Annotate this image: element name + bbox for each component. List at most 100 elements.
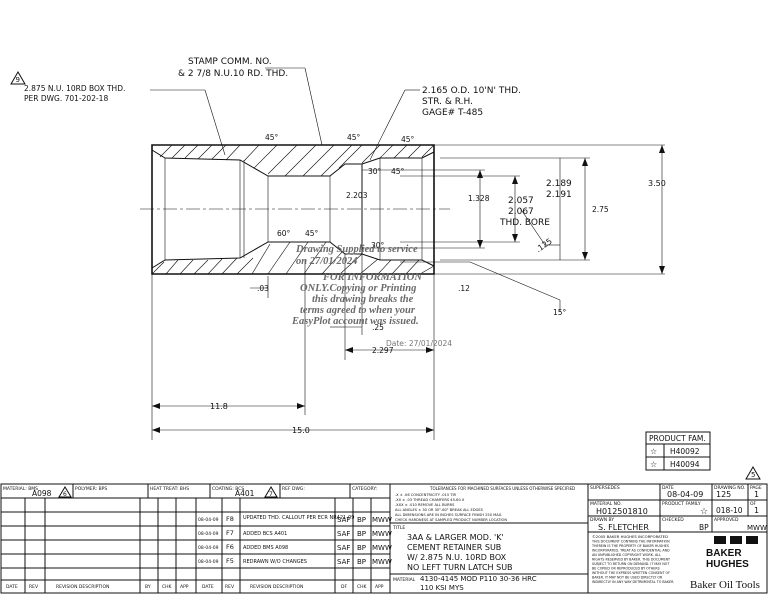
- rev-row-1-date: 08-04-09: [198, 517, 219, 523]
- star-icon: ☆: [650, 447, 657, 456]
- heat-treat-label: HEAT TREAT: BHS: [150, 486, 189, 492]
- drawing-no-value: 125: [716, 490, 731, 499]
- rev-row-4-date: 08-04-09: [198, 559, 219, 565]
- dim-2067: 2.067: [508, 207, 534, 217]
- approved-value: MWW: [747, 524, 767, 532]
- section-hatching-top: [159, 144, 435, 177]
- material-value: A098: [32, 489, 52, 498]
- copyright-line-5: AN UNPUBLISHED COPYRIGHT WORK. ALL: [592, 553, 661, 557]
- rev-header-chk-2: CHK: [357, 584, 368, 590]
- stamp-note-line1: STAMP COMM. NO.: [188, 57, 272, 67]
- tolerance-title: TOLERANCES FOR MACHINED SURFACES UNLESS …: [429, 486, 575, 491]
- rev-row-4-rev: F5: [226, 557, 234, 565]
- watermark-date: Date: 27/01/2024: [386, 339, 452, 348]
- dim-118: 11.8: [210, 402, 228, 411]
- rev-header-df: DF: [341, 584, 347, 590]
- drawn-by-value: S. FLETCHER: [598, 523, 649, 532]
- rev-row-2-by: SAF: [337, 530, 350, 538]
- dim-03: .03: [257, 284, 269, 293]
- page-label: PAGE: [750, 485, 762, 491]
- title-line-2: CEMENT RETAINER SUB: [407, 543, 501, 552]
- copyright-line-2: THIS DOCUMENT CONTAINS THE INFORMATION: [591, 540, 670, 544]
- stamp-note-line2: & 2 7/8 N.U.10 RD. THD.: [178, 69, 288, 79]
- copyright-line-11: INDIRECTLY IN ANY WAY DETRIMENTAL TO BAK…: [592, 580, 674, 584]
- copyright-line-1: ©2005 BAKER HUGHES INCORPORATED: [592, 534, 668, 539]
- product-family-row-1: H40092: [670, 447, 700, 456]
- drawing-info-block: SUPERSEDES DATE 08-04-09 DRAWING NO. 125…: [588, 484, 767, 591]
- rev-row-4-by: SAF: [337, 558, 350, 566]
- watermark-line7: EasyPlot account was issued.: [291, 316, 419, 327]
- angle-30-b: 30°: [371, 241, 385, 250]
- section-hatching-bottom: [151, 241, 435, 275]
- rev-row-2-desc: ADDED BCS A401: [243, 531, 287, 537]
- rev-header-by: BY: [145, 584, 151, 590]
- rev-header-chk: CHK: [162, 584, 173, 590]
- dim-2203: 2.203: [346, 191, 368, 200]
- watermark-line5: this drawing breaks the: [312, 294, 414, 305]
- angle-30-a: 30°: [368, 167, 382, 176]
- rev-row-4-chk: BP: [357, 558, 366, 566]
- tolerance-line-5: ALL DIMENSIONS ARE IN INCHES SURFACE FIN…: [395, 513, 502, 517]
- drawing-annotations: 9 2.875 N.U. 10RD BOX THD. PER DWG. 701-…: [10, 57, 666, 435]
- watermark-line3: FOR INFORMATION: [322, 272, 422, 283]
- box-thread-note-line2: PER DWG. 701-202-18: [24, 94, 108, 103]
- tolerance-line-3: .XXX ± .010 REMOVE ALL BURRS: [395, 503, 455, 507]
- dim-150: 15.0: [292, 426, 310, 435]
- supersedes-label: SUPERSEDES: [590, 485, 620, 491]
- product-family-row-2: H40094: [670, 460, 700, 469]
- rev-row-1-by: SAF: [337, 516, 350, 524]
- material-note-2: 110 KSI MYS: [420, 584, 464, 592]
- part-section-view: [140, 144, 665, 275]
- dim-2057: 2.057: [508, 196, 534, 206]
- rev-row-1-rev: F8: [226, 515, 234, 523]
- watermark: Drawing Supplied to service on 27/01/202…: [291, 244, 452, 348]
- product-family-label: PRODUCT FAMILY: [662, 501, 701, 507]
- angle-45-a: 45°: [265, 133, 279, 142]
- rev-header-app: APP: [180, 584, 189, 590]
- rev-row-3-by: SAF: [337, 544, 350, 552]
- box-thread-note-line1: 2.875 N.U. 10RD BOX THD.: [24, 84, 125, 93]
- tolerance-line-2: .XX ± .03 THREAD CHAMFERS 45-60 X: [395, 498, 465, 502]
- tolerance-line-6: CHECK HARDNESS AT SAMPLED PRODUCT NUMBER…: [395, 518, 507, 522]
- angle-60: 60°: [277, 229, 291, 238]
- product-family-box: PRODUCT FAM. ☆ ☆ H40092 H40094: [645, 431, 711, 471]
- rev-header-rev: REV: [29, 584, 39, 590]
- rev-row-3-date: 08-04-09: [198, 545, 219, 551]
- rev-row-1-chk: BP: [357, 516, 366, 524]
- dim-12: .12: [458, 284, 470, 293]
- note-flag-triangle: [10, 71, 26, 85]
- dim-2297: 2.297: [372, 346, 394, 355]
- checked-label: CHECKED: [662, 517, 684, 523]
- rev-row-2-rev: F7: [226, 529, 234, 537]
- material-note-label: MATERIAL: [393, 577, 416, 583]
- copyright-line-10: BAKER. IT MAY NOT BE USED DIRECTLY OR: [592, 576, 663, 580]
- angle-45-d: 45°: [391, 167, 405, 176]
- rev-header-desc: REVISION DESCRIPTION: [56, 584, 109, 590]
- copyright-line-8: BE COPIED OR REPRODUCED BY OTHERS: [592, 567, 660, 571]
- ref-dwg-label: REF DWG:: [282, 486, 305, 492]
- title-block: MATERIAL: BMS A098 6 POLYMER: BPS HEAT T…: [0, 483, 768, 594]
- angle-45-e: 45°: [305, 229, 319, 238]
- tolerance-title-area: TOLERANCES FOR MACHINED SURFACES UNLESS …: [390, 484, 589, 593]
- rev-row-3-desc: ADDED BMS A098: [243, 545, 288, 551]
- company-name: Baker Oil Tools: [690, 579, 760, 591]
- approved-label: APPROVED: [714, 517, 739, 523]
- tolerance-line-4: ALL ANGLES ± 30 OR 30°-60° BREAK ALL EDG…: [395, 508, 484, 512]
- corner-flag-number: 5: [751, 471, 755, 479]
- leaders: [150, 67, 561, 312]
- note-flag-number: 9: [16, 76, 20, 84]
- tolerance-line-1: .X ± .06 CONCENTRICITY .015 TIR: [395, 493, 457, 497]
- rev-row-3-rev: F6: [226, 543, 234, 551]
- rev-header-app-2: APP: [375, 584, 384, 590]
- rev-row-2-app: MWW: [372, 530, 392, 538]
- angle-45-b: 45°: [347, 133, 361, 142]
- box-thread-lines: [164, 158, 331, 260]
- drawing-no-label: DRAWING NO.: [714, 485, 745, 491]
- logo-text-baker: BAKER: [706, 548, 742, 559]
- watermark-line6: terms agreed to when your: [300, 305, 416, 316]
- date-value: 08-04-09: [667, 490, 703, 499]
- copyright-line-9: WITHOUT THE EXPRESS WRITTEN CONSENT OF: [592, 571, 670, 575]
- material-no-value: H012501810: [596, 507, 648, 516]
- rev-row-2-chk: BP: [357, 530, 366, 538]
- dim-350: 3.50: [648, 179, 666, 188]
